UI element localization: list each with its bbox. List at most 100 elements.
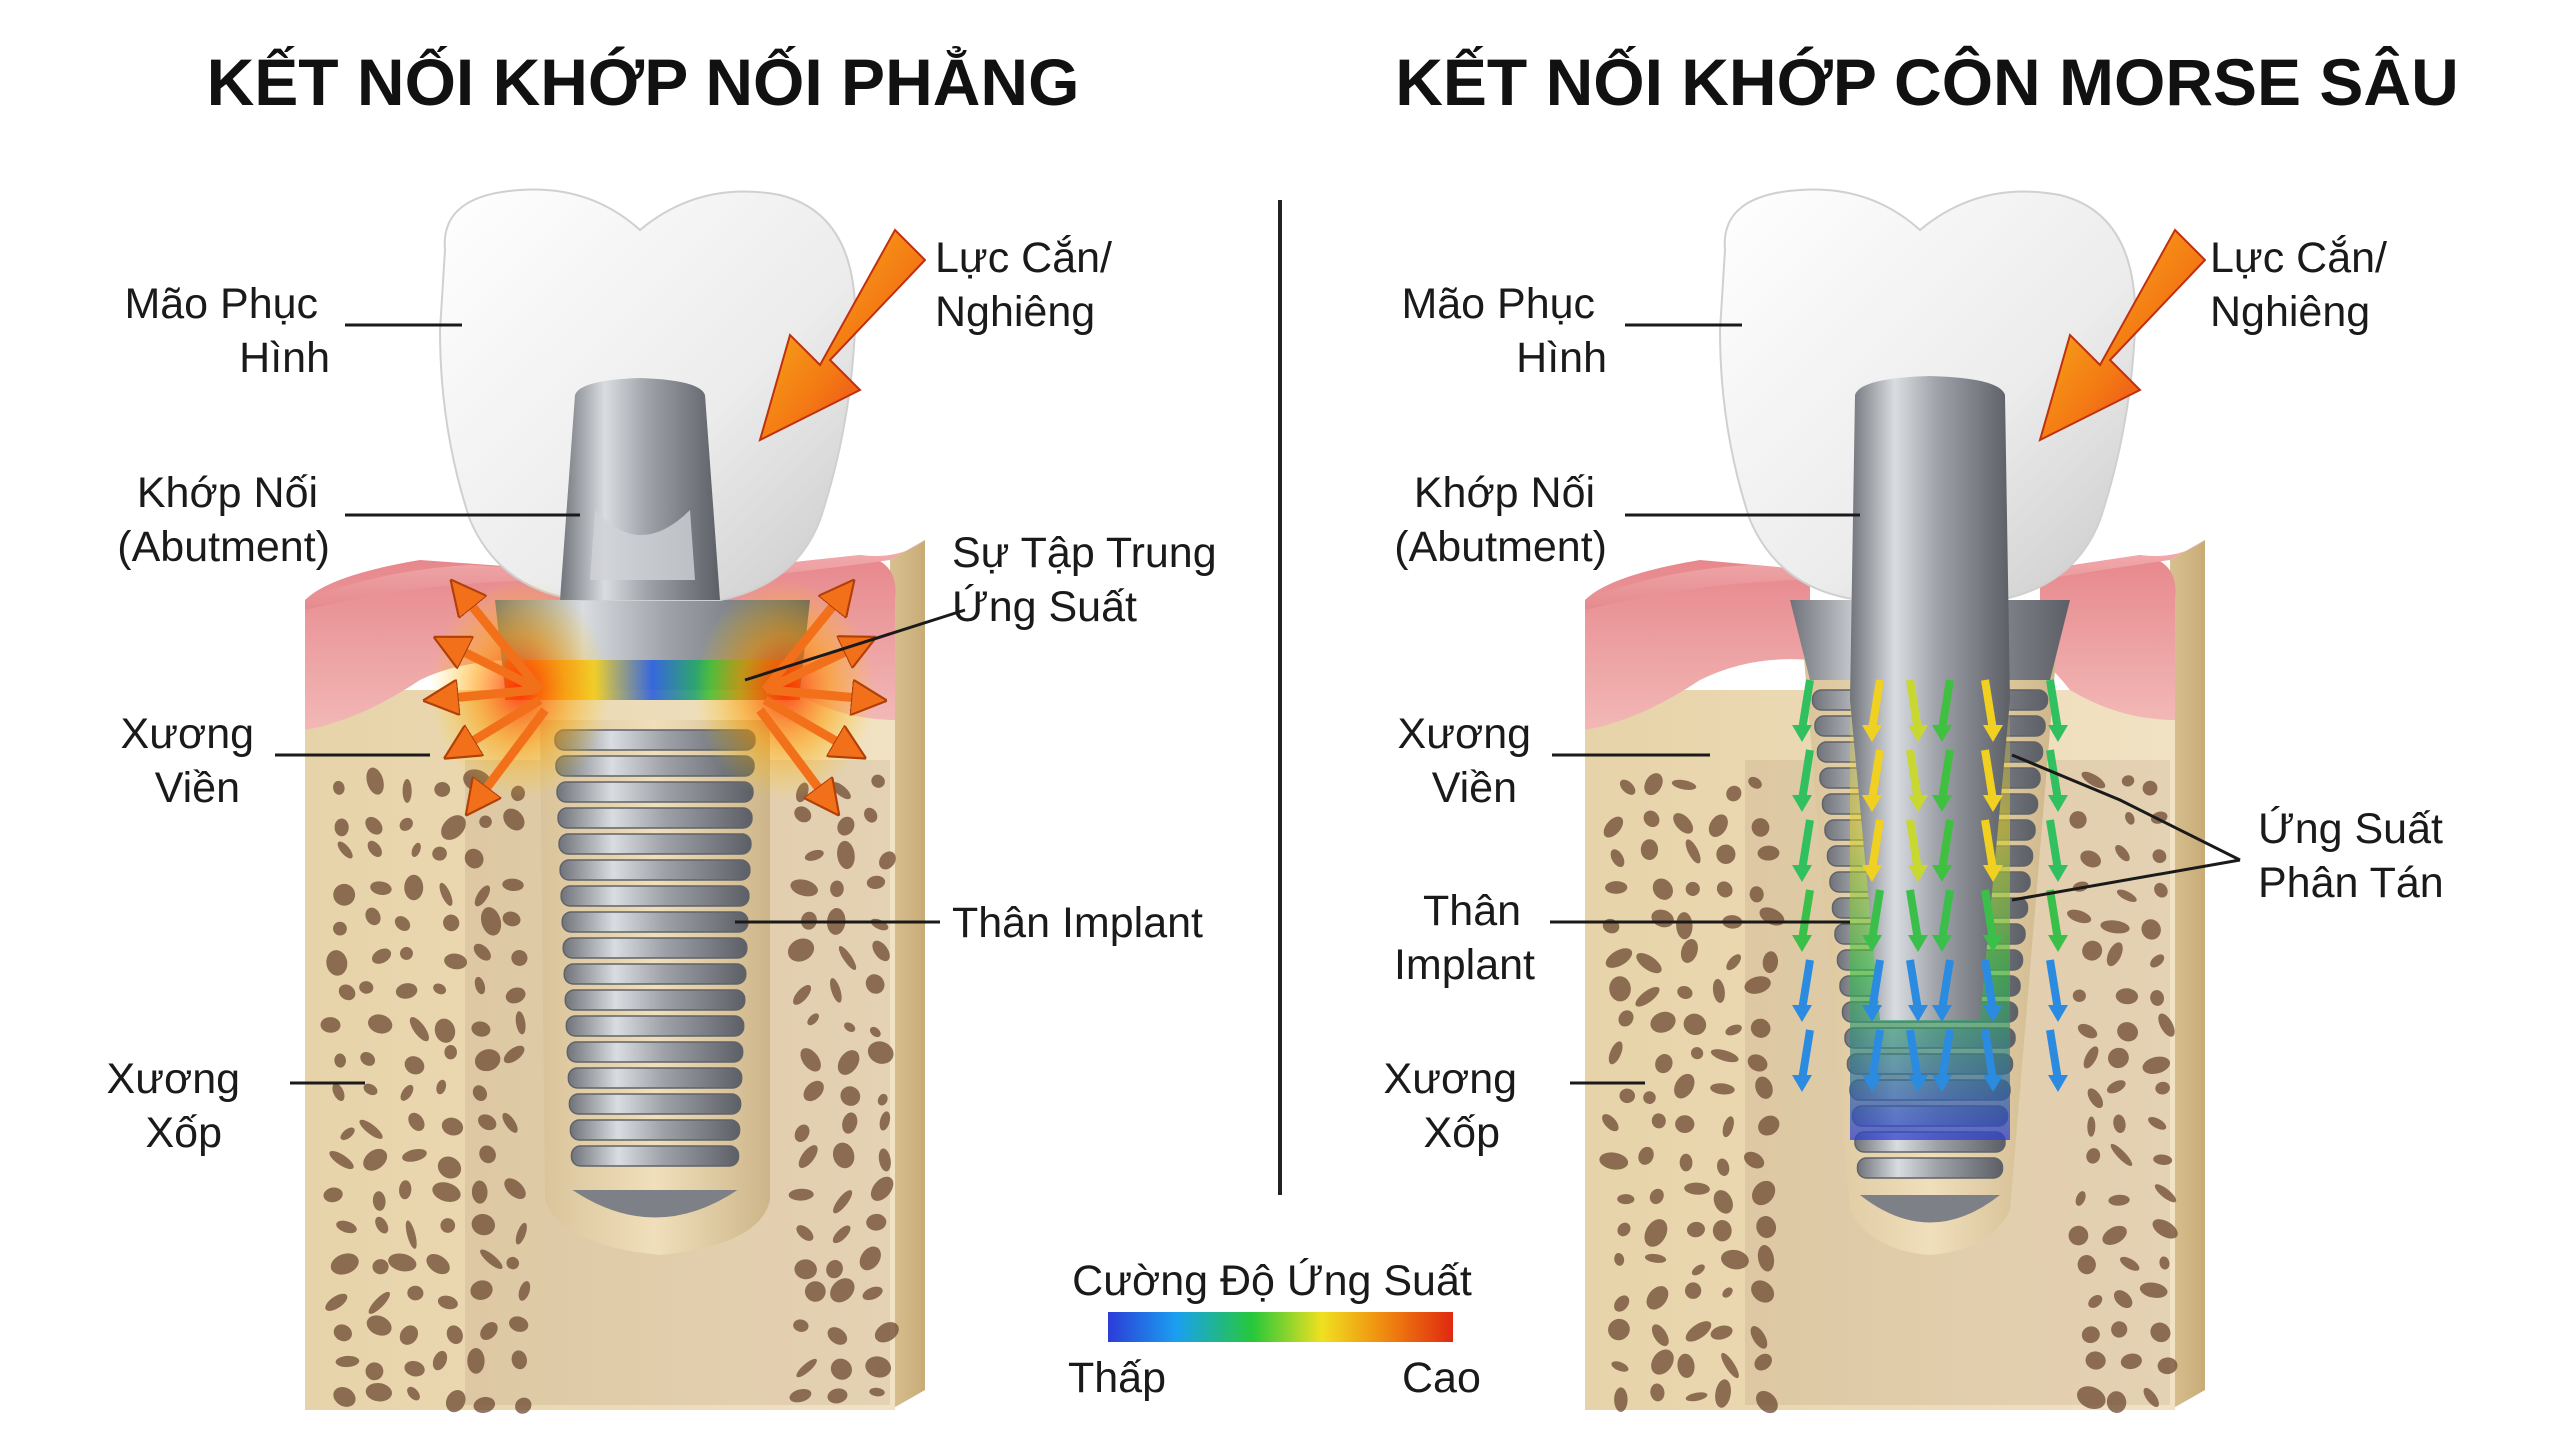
distributed-stress-arrow (1798, 749, 1814, 801)
bone-pore (1762, 951, 1779, 974)
bone-pore (877, 1093, 888, 1106)
bone-pore (2106, 1391, 2127, 1413)
right-abutment (1850, 376, 2010, 1020)
bone-pore (515, 1222, 527, 1245)
distributed-stress-arrowhead (1932, 795, 1952, 812)
bone-pore (840, 1086, 861, 1106)
bone-pore (844, 1022, 856, 1032)
bone-pore (1744, 1151, 1765, 1169)
distributed-stress-arrow (1981, 749, 1997, 801)
bone-pore (1685, 839, 1701, 864)
implant-thread (567, 1067, 743, 1089)
bone-pore (2077, 1023, 2098, 1039)
bone-pore (838, 945, 857, 970)
distributed-stress-arrow (1868, 1029, 1884, 1081)
bone-pore (515, 1011, 526, 1035)
implant-thread (569, 1119, 741, 1141)
bone-pore (395, 983, 418, 999)
bone-pore (478, 1114, 497, 1131)
right-stress-arrows (1792, 679, 2068, 1092)
bone-pore (1680, 939, 1698, 963)
bone-pore (1644, 1253, 1667, 1263)
bone-pore (2102, 1225, 2127, 1245)
bone-pore (1716, 881, 1733, 898)
bone-pore (788, 1188, 814, 1201)
bone-pore (2110, 1143, 2133, 1166)
legend-title: Cường Độ Ứng Suất (1072, 1257, 1472, 1305)
bone-pore (830, 1278, 855, 1303)
bone-pore (1713, 1190, 1733, 1214)
bone-pore (333, 1386, 356, 1407)
bone-pore (1717, 1158, 1730, 1177)
distributed-stress-arrowhead (2048, 865, 2068, 882)
left-bone-side (890, 540, 925, 1410)
distributed-stress-arrow (1938, 679, 1954, 731)
distributed-stress-arrow (1981, 959, 1997, 1011)
bone-pore (2087, 1116, 2096, 1137)
bone-pore (440, 1218, 456, 1233)
bone-pore (793, 1319, 809, 1332)
right-illustration (1585, 188, 2207, 1414)
implant-thread (562, 937, 748, 959)
bone-pore (2080, 850, 2101, 868)
bone-pore (370, 881, 392, 896)
bone-pore (333, 780, 345, 795)
bone-pore (511, 1350, 527, 1370)
bone-pore (441, 815, 466, 840)
bone-pore (340, 1127, 355, 1141)
bone-pore (1608, 1318, 1630, 1341)
bone-pore (2150, 1322, 2171, 1343)
distributed-stress-arrowhead (1908, 1075, 1928, 1092)
bone-pore (411, 842, 421, 858)
distributed-stress-arrowhead (1932, 1075, 1952, 1092)
bone-pore (1757, 1245, 1775, 1272)
bone-pore (1716, 844, 1736, 865)
bone-pore (1643, 1091, 1656, 1105)
bone-pore (2069, 811, 2087, 829)
bone-pore (1617, 1194, 1635, 1205)
bone-pore (335, 1355, 360, 1368)
bone-pore (407, 1386, 420, 1401)
bone-pore (368, 1291, 390, 1314)
bone-pore (1609, 976, 1631, 1002)
distributed-stress-arrow (1906, 679, 1922, 731)
bone-pore (325, 1293, 348, 1311)
distributed-stress-arrow (1906, 1029, 1922, 1081)
bone-pore (1636, 952, 1662, 974)
bone-pore (365, 816, 383, 835)
bone-pore (1747, 1054, 1768, 1072)
distributed-stress-arrowhead (1862, 865, 1882, 882)
distributed-stress-arrow (1798, 1029, 1814, 1081)
distributed-stress-arrow (1906, 749, 1922, 801)
bone-pore (2113, 1290, 2133, 1309)
bone-pore (2116, 889, 2137, 902)
bone-pore (804, 849, 824, 861)
bone-pore (333, 1324, 352, 1342)
implant-thread (565, 1015, 745, 1037)
bone-pore (1605, 948, 1633, 968)
bone-pore (506, 1256, 520, 1270)
bone-pore (2081, 1326, 2100, 1344)
implant-apex (572, 1190, 738, 1218)
bone-pore (1710, 1049, 1739, 1063)
bone-pore (1603, 816, 1624, 838)
bone-pore (471, 1180, 488, 1204)
distributed-stress-arrow (1906, 959, 1922, 1011)
bone-pore (359, 1119, 383, 1139)
bone-pore (1710, 1083, 1735, 1095)
right-label-stress: Ứng Suất Phân Tán (2258, 805, 2455, 907)
bone-pore (518, 1281, 531, 1301)
bone-pore (509, 1316, 529, 1332)
left-label-cancellous-bone: Xương Xốp (107, 1055, 252, 1157)
bone-pore (837, 840, 855, 870)
stress-arrow (762, 696, 860, 755)
distributed-stress-arrowhead (1792, 1005, 1812, 1022)
bone-pore (2150, 954, 2165, 968)
bone-pore (503, 808, 525, 831)
distributed-stress-arrowhead (1908, 725, 1928, 742)
implant-thread (560, 885, 750, 907)
bone-pore (867, 1041, 894, 1064)
bone-pore (793, 985, 812, 1005)
implant-thread (559, 859, 751, 881)
